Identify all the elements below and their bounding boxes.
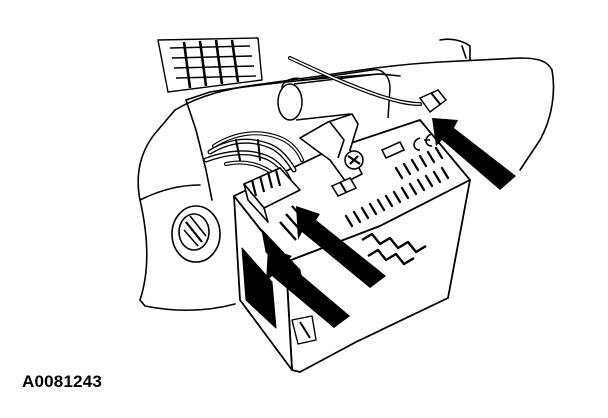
callout-arrows: [266, 118, 516, 328]
air-vent: [157, 37, 263, 93]
antenna-cable: [288, 56, 448, 114]
vent-slots: [344, 146, 450, 228]
antenna-connector: [330, 177, 358, 197]
control-knob: [171, 205, 221, 263]
arrow-icon: [266, 248, 350, 328]
arrow-icon: [432, 118, 516, 190]
figure-id-label: A0081243: [22, 372, 103, 391]
compliance-mark: [380, 133, 433, 160]
wiring-harness: [203, 131, 304, 185]
electrical-connector: [243, 167, 301, 223]
dash-panel: [137, 38, 555, 312]
arrow-icon: [296, 206, 386, 288]
front-pattern: [361, 232, 427, 266]
screw: [344, 150, 364, 170]
